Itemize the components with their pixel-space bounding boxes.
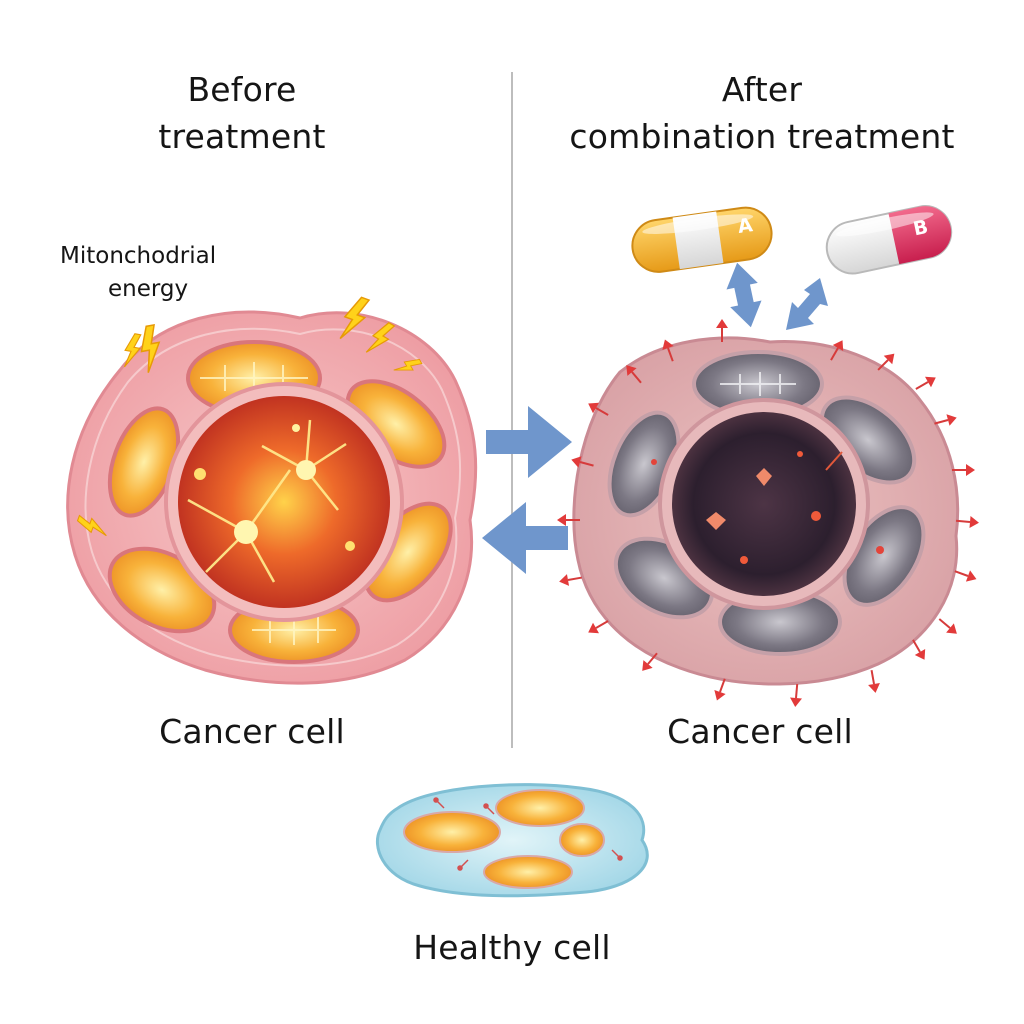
after-heading-line1: After bbox=[721, 70, 803, 109]
before-heading-line1: Before bbox=[187, 70, 297, 109]
annotation-line1: Mitonchodrial bbox=[60, 243, 217, 269]
nucleus-active bbox=[164, 382, 404, 622]
healthy-cell bbox=[375, 783, 649, 898]
cancer-cell-label-after: Cancer cell bbox=[667, 712, 853, 751]
drug-a-letter: A bbox=[736, 214, 754, 238]
cancer-cell-before bbox=[66, 310, 478, 685]
block-arrow-icon bbox=[482, 406, 572, 574]
cancer-cell-label-before: Cancer cell bbox=[159, 712, 345, 751]
mitochondria-healthy bbox=[403, 789, 605, 889]
mitochondrial-energy-annotation: Mitonchodrial energy bbox=[60, 240, 216, 306]
cancer-cell-after bbox=[572, 336, 960, 686]
nucleus-damaged bbox=[658, 398, 870, 610]
before-heading: Before treatment bbox=[142, 66, 342, 160]
double-arrow-icon bbox=[726, 262, 828, 330]
healthy-cell-label: Healthy cell bbox=[413, 928, 611, 967]
annotation-line2: energy bbox=[108, 276, 189, 302]
drug-b-letter: B bbox=[911, 216, 930, 241]
after-heading: After combination treatment bbox=[552, 66, 972, 160]
capsule-icon-a bbox=[631, 206, 773, 273]
before-heading-line2: treatment bbox=[158, 117, 326, 156]
capsule-icon-b bbox=[825, 205, 953, 275]
after-heading-line2: combination treatment bbox=[569, 117, 955, 156]
